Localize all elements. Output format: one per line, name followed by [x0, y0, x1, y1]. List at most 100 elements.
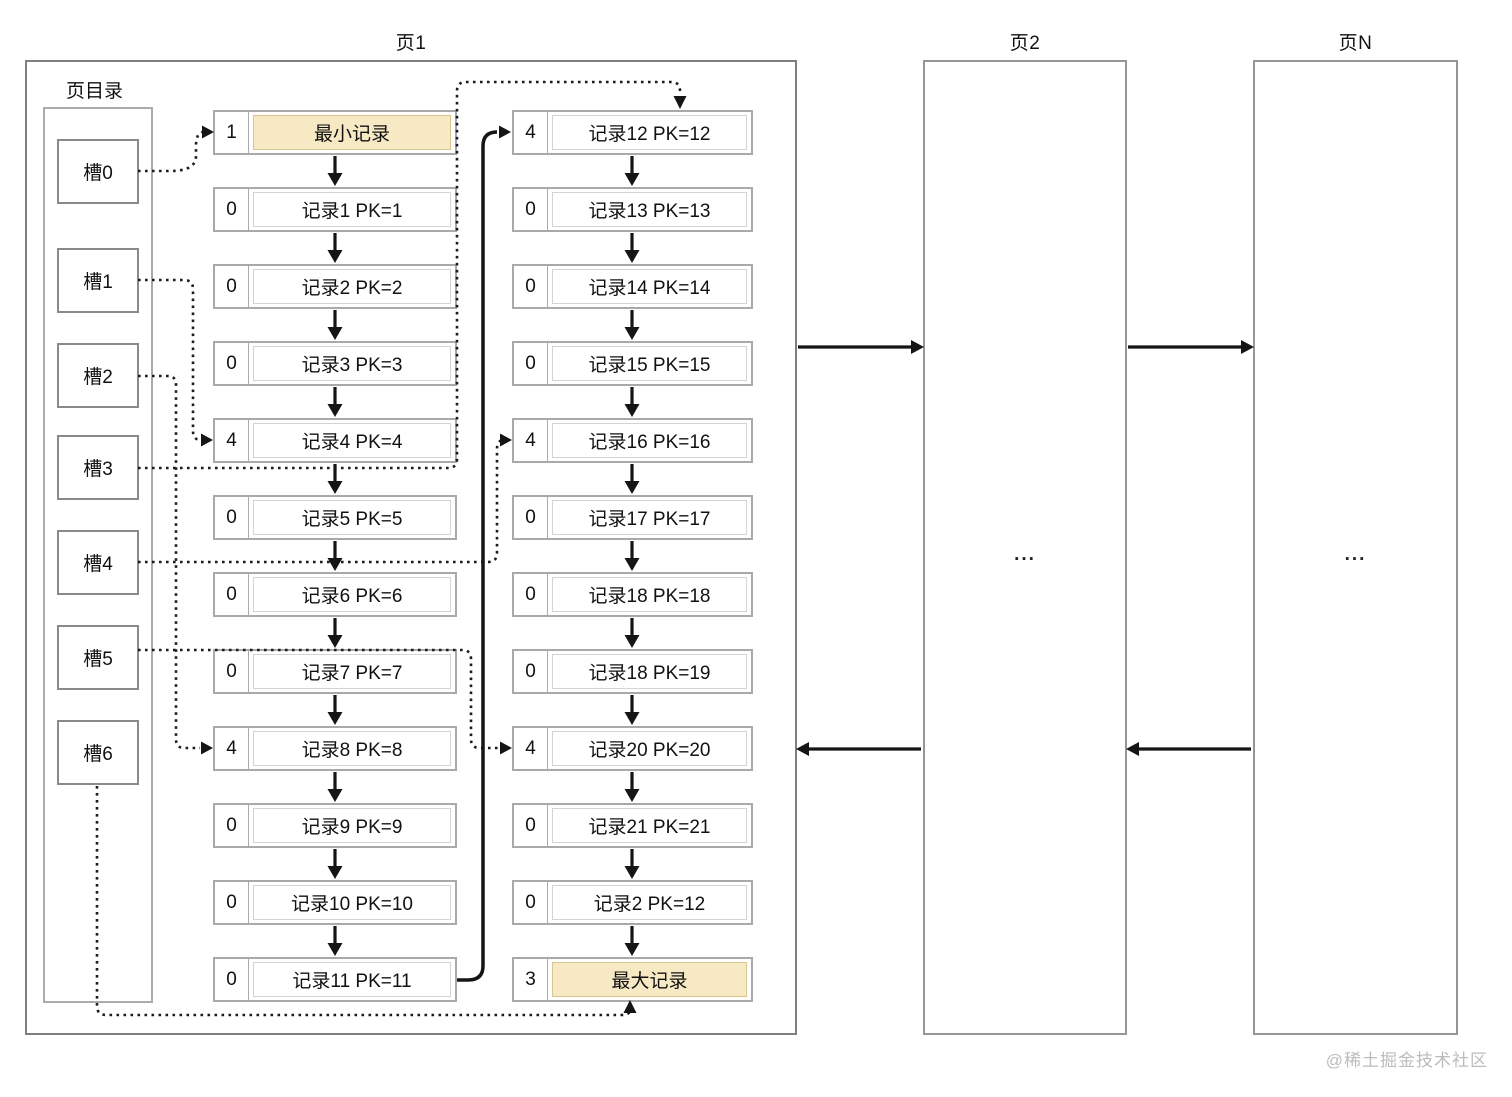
record-text-wrap: 记录9 PK=9 [249, 805, 455, 846]
record-num-cell: 0 [514, 574, 548, 615]
pageN-box: ... [1253, 60, 1458, 1035]
record-num-cell: 0 [215, 343, 249, 384]
record-text-wrap: 记录16 PK=16 [548, 420, 751, 461]
record-label: 记录2 PK=2 [253, 269, 451, 304]
record-row: 0 记录7 PK=7 [213, 649, 457, 694]
page2-title: 页2 [1009, 33, 1041, 54]
record-num-cell: 4 [215, 420, 249, 461]
record-num-cell: 0 [215, 882, 249, 923]
record-row: 0 记录10 PK=10 [213, 880, 457, 925]
record-text-wrap: 记录1 PK=1 [249, 189, 455, 230]
record-num-cell: 0 [215, 266, 249, 307]
record-text-wrap: 记录4 PK=4 [249, 420, 455, 461]
record-row: 0 记录18 PK=19 [512, 649, 753, 694]
record-text-wrap: 记录18 PK=19 [548, 651, 751, 692]
record-label: 最大记录 [552, 962, 747, 997]
record-label: 记录11 PK=11 [253, 962, 451, 997]
record-row: 0 记录9 PK=9 [213, 803, 457, 848]
record-num-cell: 0 [215, 959, 249, 1000]
slot-label: 槽3 [83, 459, 113, 480]
record-num-cell: 0 [215, 574, 249, 615]
page-directory-label: 页目录 [66, 81, 124, 102]
record-label: 记录7 PK=7 [253, 654, 451, 689]
page2-box: ... [923, 60, 1127, 1035]
record-text-wrap: 记录18 PK=18 [548, 574, 751, 615]
record-text-wrap: 记录21 PK=21 [548, 805, 751, 846]
page1-title: 页1 [395, 33, 427, 54]
record-label: 记录16 PK=16 [552, 423, 747, 458]
record-text-wrap: 记录17 PK=17 [548, 497, 751, 538]
record-num-cell: 1 [215, 112, 249, 153]
slot-label: 槽6 [83, 744, 113, 765]
record-text-wrap: 记录8 PK=8 [249, 728, 455, 769]
slot-box: 槽2 [57, 343, 139, 408]
pageN-prev-arrowhead [1126, 742, 1139, 756]
record-num-cell: 0 [514, 266, 548, 307]
slot-label: 槽0 [83, 163, 113, 184]
record-column-right: 4 记录12 PK=12 0 记录13 PK=13 0 记录14 PK=14 0… [512, 110, 753, 1002]
record-label: 记录13 PK=13 [552, 192, 747, 227]
slot-box: 槽0 [57, 139, 139, 204]
pageN-title: 页N [1338, 33, 1373, 54]
record-row: 4 记录12 PK=12 [512, 110, 753, 155]
record-row: 0 记录2 PK=2 [213, 264, 457, 309]
record-text-wrap: 记录5 PK=5 [249, 497, 455, 538]
record-label: 记录4 PK=4 [253, 423, 451, 458]
page2-ellipsis: ... [1014, 544, 1036, 565]
slot-box: 槽6 [57, 720, 139, 785]
record-label: 记录6 PK=6 [253, 577, 451, 612]
record-num-cell: 4 [514, 728, 548, 769]
record-num-cell: 0 [514, 882, 548, 923]
record-row: 3 最大记录 [512, 957, 753, 1002]
record-label: 记录18 PK=19 [552, 654, 747, 689]
slot-list: 槽0 槽1 槽2 槽3 槽4 槽5 槽6 [57, 139, 139, 851]
record-text-wrap: 最大记录 [548, 959, 751, 1000]
record-num-cell: 0 [514, 497, 548, 538]
record-num-cell: 0 [215, 189, 249, 230]
record-num-cell: 0 [215, 497, 249, 538]
watermark: @稀土掘金技术社区 [1325, 1051, 1488, 1070]
record-label: 记录10 PK=10 [253, 885, 451, 920]
record-label: 记录18 PK=18 [552, 577, 747, 612]
record-num-cell: 3 [514, 959, 548, 1000]
record-label: 最小记录 [253, 115, 451, 150]
record-label: 记录1 PK=1 [253, 192, 451, 227]
record-row: 4 记录4 PK=4 [213, 418, 457, 463]
record-label: 记录2 PK=12 [552, 885, 747, 920]
slot-label: 槽4 [83, 554, 113, 575]
page2-prev-arrowhead [796, 742, 809, 756]
record-text-wrap: 记录11 PK=11 [249, 959, 455, 1000]
record-row: 0 记录2 PK=12 [512, 880, 753, 925]
record-row: 0 记录18 PK=18 [512, 572, 753, 617]
slot-box: 槽3 [57, 435, 139, 500]
record-label: 记录8 PK=8 [253, 731, 451, 766]
record-row: 0 记录14 PK=14 [512, 264, 753, 309]
record-row: 1 最小记录 [213, 110, 457, 155]
record-text-wrap: 记录7 PK=7 [249, 651, 455, 692]
record-row: 0 记录17 PK=17 [512, 495, 753, 540]
record-label: 记录15 PK=15 [552, 346, 747, 381]
record-text-wrap: 记录2 PK=2 [249, 266, 455, 307]
record-row: 0 记录6 PK=6 [213, 572, 457, 617]
record-row: 0 记录1 PK=1 [213, 187, 457, 232]
record-row: 4 记录8 PK=8 [213, 726, 457, 771]
record-row: 4 记录16 PK=16 [512, 418, 753, 463]
record-row: 0 记录5 PK=5 [213, 495, 457, 540]
record-text-wrap: 记录3 PK=3 [249, 343, 455, 384]
record-row: 4 记录20 PK=20 [512, 726, 753, 771]
record-text-wrap: 记录10 PK=10 [249, 882, 455, 923]
slot-box: 槽5 [57, 625, 139, 690]
record-text-wrap: 记录2 PK=12 [548, 882, 751, 923]
record-row: 0 记录21 PK=21 [512, 803, 753, 848]
record-num-cell: 4 [514, 420, 548, 461]
record-row: 0 记录15 PK=15 [512, 341, 753, 386]
record-num-cell: 0 [514, 343, 548, 384]
record-label: 记录12 PK=12 [552, 115, 747, 150]
pageN-ellipsis: ... [1344, 544, 1367, 565]
record-num-cell: 4 [514, 112, 548, 153]
record-num-cell: 0 [514, 805, 548, 846]
record-text-wrap: 记录20 PK=20 [548, 728, 751, 769]
record-num-cell: 0 [514, 651, 548, 692]
record-text-wrap: 记录15 PK=15 [548, 343, 751, 384]
